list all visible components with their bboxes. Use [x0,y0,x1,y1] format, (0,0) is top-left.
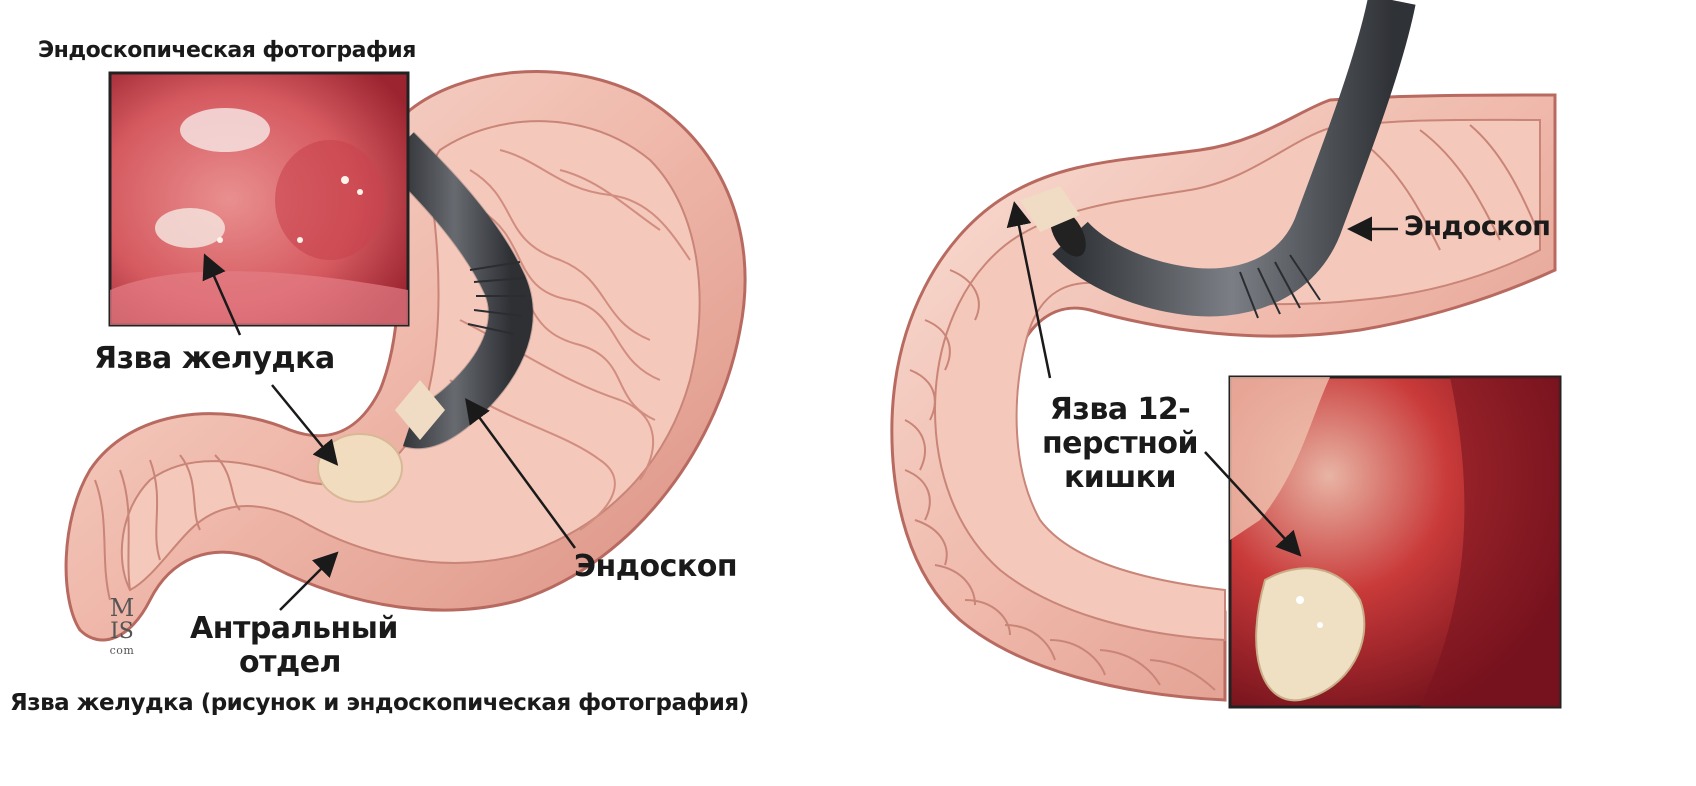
endoscopic-photo-right [1230,377,1560,707]
endoscope-label-left: Эндоскоп [574,550,737,584]
antral-line-1: Антральный [190,612,390,646]
duodenal-ulcer-label: Язва 12- перстной кишки [1030,393,1210,495]
endoscope-label-right: Эндоскоп [1404,210,1550,244]
logo-small: com [98,644,146,658]
antral-section-label: Антральный отдел [190,612,390,680]
duodenal-line-2: перстной [1030,427,1210,461]
caption: Язва желудка (рисунок и эндоскопическая … [10,690,749,716]
diagram-canvas: Эндоскопическая фотография Язва желудка … [0,0,1568,726]
endoscopic-photo-left [110,73,408,325]
gastric-ulcer-label: Язва желудка [94,342,335,376]
gastric-ulcer-lesion [318,434,402,502]
duodenal-line-1: Язва 12- [1030,393,1210,427]
logo-top: M [98,596,146,620]
duodenal-line-3: кишки [1030,461,1210,495]
antral-line-2: отдел [190,646,390,680]
publisher-logo: M IS com [98,596,146,672]
logo-bottom: IS [98,620,146,644]
endoscopic-photo-title: Эндоскопическая фотография [38,38,416,63]
